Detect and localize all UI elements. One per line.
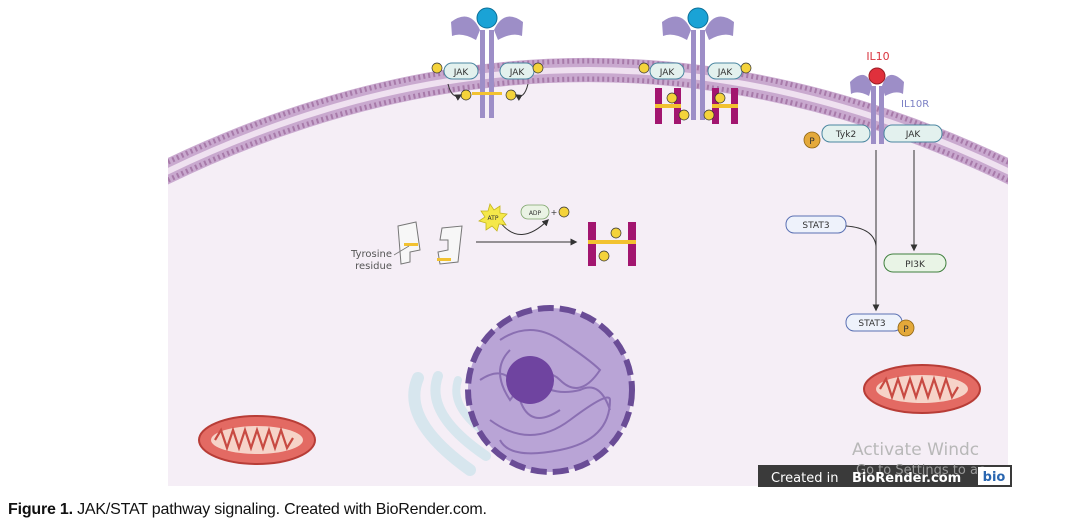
receptor-head-left	[662, 16, 691, 40]
biorender-brand: BioRender.com	[852, 471, 961, 486]
stat-dimer-left	[655, 88, 690, 124]
receptor-chain-left	[691, 30, 696, 120]
phospho-label: P	[809, 137, 815, 147]
phospho-tyk2	[803, 131, 821, 149]
membrane-outer-leaflet	[168, 58, 1008, 166]
jak-box-left	[443, 62, 479, 80]
tyk2-box	[821, 124, 871, 143]
jak-label-il10r: JAK	[905, 130, 922, 140]
receptor-chain-right	[489, 30, 494, 118]
caption-text: JAK/STAT pathway signaling. Created with…	[72, 501, 487, 518]
phospho-group	[431, 62, 443, 74]
membrane-inner-leaflet	[168, 76, 1008, 184]
biorender-badge-bg	[758, 465, 1012, 487]
chromatin	[479, 329, 612, 455]
receptor-chain-right	[700, 30, 705, 120]
nucleus	[465, 305, 635, 475]
figure-caption: Figure 1. JAK/STAT pathway signaling. Cr…	[8, 501, 487, 519]
il10r-head-left	[850, 74, 872, 96]
il10-receptor-complex: IL10 IL10R Tyk2 JAK P	[803, 50, 943, 149]
il10r-head-right	[882, 74, 904, 96]
stat-dimer-right	[703, 88, 738, 124]
receptor-head-right	[705, 16, 734, 40]
phosphorylated-stat-dimer	[588, 222, 636, 266]
atp-label: ATP	[488, 215, 499, 222]
caption-label: Figure 1.	[8, 501, 73, 518]
receptor-chain-left	[480, 30, 485, 118]
tyrosine-pointer	[393, 245, 410, 256]
jak-label-right: JAK	[717, 68, 734, 78]
adp-label: ADP	[529, 210, 542, 217]
il10r-chain-right	[879, 86, 884, 144]
cytoplasm	[168, 70, 1008, 486]
il10r-label: IL10R	[901, 99, 929, 110]
tyrosine-residue-mark	[437, 258, 451, 261]
cytokine-ligand	[687, 7, 709, 29]
jak-label-left: JAK	[453, 68, 470, 78]
tyrosine-label-line1: Tyrosine	[350, 249, 392, 260]
pi3k-box	[883, 253, 947, 273]
bio-logo: bio	[983, 470, 1006, 485]
jak-box-il10r	[883, 124, 943, 143]
created-in-text: Created in	[771, 471, 838, 486]
jak-label-right: JAK	[509, 68, 526, 78]
phospho-stat3	[897, 319, 915, 337]
atp-burst-icon	[478, 203, 508, 232]
stat3-box	[785, 215, 847, 234]
phospho-group	[532, 62, 544, 74]
il10-ligand	[868, 67, 886, 85]
tyrosine-label-line2: residue	[355, 261, 392, 272]
phosphorylation-arrow-right	[514, 83, 529, 101]
stat-monomer-2	[437, 225, 463, 265]
phospho-group	[740, 62, 752, 74]
phospho-label: P	[903, 325, 909, 335]
plus-sign: +	[551, 208, 558, 217]
downstream-signaling: STAT3 PI3K STAT3 P	[785, 150, 947, 337]
free-phosphate	[558, 206, 570, 218]
receptor-head-left	[451, 16, 480, 40]
phosphorylation-arrow-left	[447, 83, 463, 101]
phospho-group	[460, 89, 472, 101]
phospho-group	[638, 62, 650, 74]
activate-windows-watermark: Activate Windc	[852, 440, 979, 460]
pi3k-label: PI3K	[905, 260, 926, 270]
receptor-complex-1: JAK JAK	[431, 7, 544, 118]
stat3-label: STAT3	[802, 221, 829, 231]
jak-box-left	[649, 62, 685, 80]
biorender-badge: Go to Settings to ac Created in BioRende…	[758, 463, 1012, 487]
mitochondrion-right	[863, 364, 981, 414]
activate-windows-watermark-2: Go to Settings to ac	[856, 463, 985, 478]
bio-logo-box	[978, 467, 1010, 485]
nucleolus	[506, 356, 554, 404]
adp-box	[520, 204, 550, 220]
receptor-head-right	[494, 16, 523, 40]
stat3-recruit-line	[845, 225, 877, 247]
jak-label-left: JAK	[659, 68, 676, 78]
receptor-complex-2: JAK JAK	[638, 7, 752, 124]
il10-label: IL10	[866, 50, 889, 63]
tyrosine-residue-mark	[404, 243, 418, 246]
il10r-chain-left	[871, 86, 876, 144]
tyk2-label: Tyk2	[835, 130, 856, 140]
pstat3-label: STAT3	[858, 319, 885, 329]
phosphorylation-schematic: Tyrosine residue ATP ADP +	[350, 203, 636, 272]
tyrosine-marker	[472, 92, 502, 95]
atp-adp-arc	[499, 219, 549, 235]
cytokine-ligand	[476, 7, 498, 29]
mitochondrion-left	[198, 415, 316, 465]
phospho-group	[505, 89, 517, 101]
